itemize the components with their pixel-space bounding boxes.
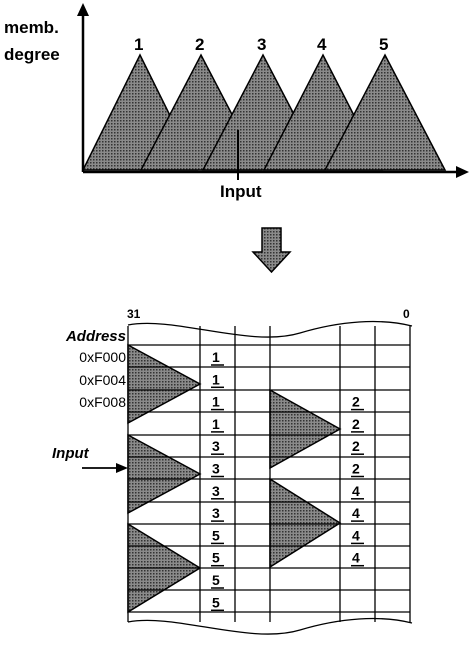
table-triangle-set1 <box>127 343 202 425</box>
column-set-indices-a: 1 1 1 1 3 3 3 3 5 5 5 5 <box>211 349 224 612</box>
table-cell-value: 2 <box>352 461 360 477</box>
x-axis-label: Input <box>220 182 262 201</box>
table-top-edge <box>127 320 413 338</box>
down-arrow-icon <box>251 227 292 274</box>
set-label-2: 2 <box>195 35 204 54</box>
table-cell-value: 4 <box>352 505 360 521</box>
table-cell-value: 5 <box>212 527 220 543</box>
table-triangle-set2 <box>269 388 342 470</box>
table-cell-value: 5 <box>212 572 220 588</box>
set-label-1: 1 <box>134 35 143 54</box>
table-cell-value: 1 <box>212 416 220 432</box>
table-cell-value: 3 <box>212 483 220 499</box>
table-cell-value: 3 <box>212 505 220 521</box>
table-cell-value: 3 <box>212 438 220 454</box>
table-cell-value: 2 <box>352 438 360 454</box>
input-arrow-head <box>116 463 128 473</box>
table-cell-value: 5 <box>212 550 220 566</box>
set-label-5: 5 <box>379 35 388 54</box>
table-cell-value: 5 <box>212 594 220 610</box>
table-cell-value: 1 <box>212 394 220 410</box>
bit-high-label: 31 <box>127 307 141 321</box>
table-triangle-set4 <box>269 477 342 569</box>
input-label: Input <box>52 445 90 462</box>
address-header: Address <box>65 328 126 345</box>
table-cell-value: 1 <box>212 371 220 387</box>
table-cell-value: 4 <box>352 483 360 499</box>
address-label: 0xF008 <box>79 394 126 410</box>
table-cell-value: 4 <box>352 550 360 566</box>
table-cell-value: 2 <box>352 394 360 410</box>
membership-triangle-5 <box>323 53 447 171</box>
table-cell-value: 2 <box>352 416 360 432</box>
table-bottom-edge <box>127 617 413 635</box>
y-axis-arrow <box>77 3 89 16</box>
address-label: 0xF000 <box>79 349 126 365</box>
table-cell-value: 3 <box>212 461 220 477</box>
bit-low-label: 0 <box>403 307 410 321</box>
table-cell-value: 1 <box>212 349 220 365</box>
set-label-3: 3 <box>257 35 266 54</box>
table-cell-value: 4 <box>352 527 360 543</box>
y-axis-label-line2: degree <box>4 45 60 64</box>
column-set-indices-b: 2 2 2 2 4 4 4 4 <box>351 394 364 567</box>
y-axis-label-line1: memb. <box>4 18 59 37</box>
memory-table: 31 0 <box>52 307 413 635</box>
address-label: 0xF004 <box>79 372 126 388</box>
membership-chart: memb. degree Input 1 2 3 4 5 <box>4 3 469 201</box>
table-row-lines <box>128 344 410 613</box>
x-axis-arrow <box>456 166 469 178</box>
table-triangle-set3 <box>127 433 202 515</box>
set-label-4: 4 <box>317 35 327 54</box>
